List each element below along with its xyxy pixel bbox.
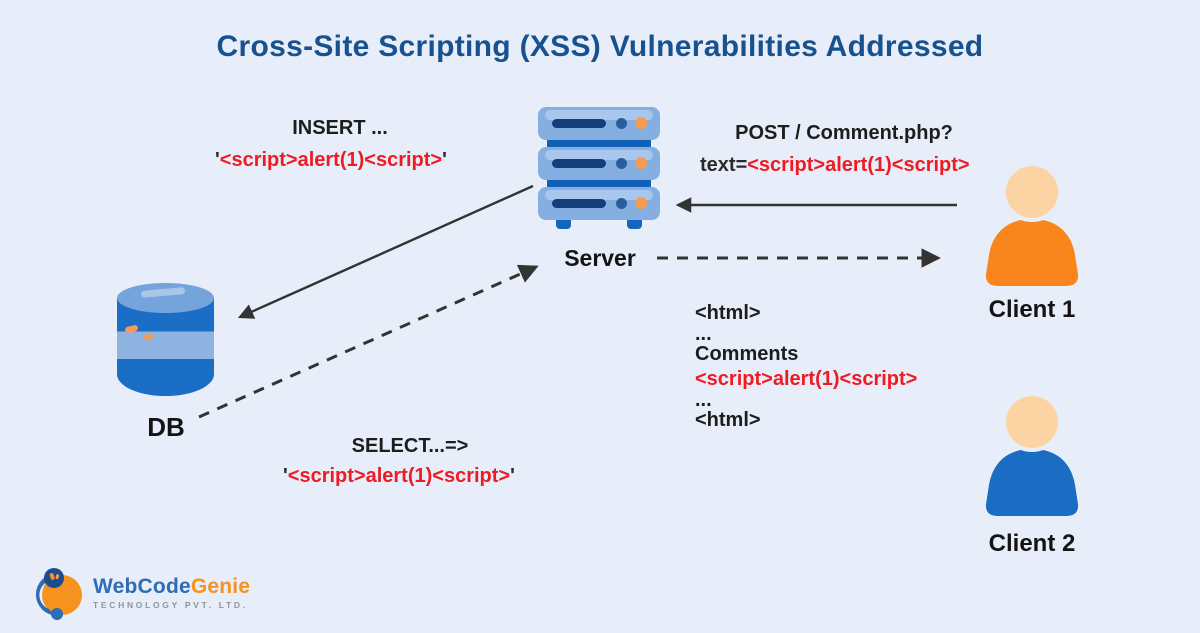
client1-icon <box>985 163 1079 286</box>
diagram-title: Cross-Site Scripting (XSS) Vulnerabiliti… <box>216 30 984 63</box>
logo-name-secondary: Genie <box>190 574 251 598</box>
server-connector <box>547 139 651 148</box>
server-slot <box>552 159 606 168</box>
insert-query-label: INSERT ... <box>292 117 388 139</box>
server-led-orange <box>635 157 647 169</box>
insert-payload: '<script>alert(1)<script>' <box>215 149 447 172</box>
html-response-block: <html> ... Comments <script>alert(1)<scr… <box>695 301 917 433</box>
post-param-prefix: text= <box>700 154 748 176</box>
select-query-label: SELECT...=> <box>351 435 469 457</box>
logo-name-primary: WebCode <box>93 574 191 598</box>
db-label: DB <box>147 412 185 442</box>
client2-label: Client 2 <box>988 530 1076 557</box>
arrow-db-to-server-dashed <box>198 264 539 419</box>
logo-name: WebCodeGenie <box>93 575 250 598</box>
quote-open: ' <box>215 149 220 171</box>
post-request-label: POST / Comment.php? <box>735 122 953 144</box>
quote-close: ' <box>510 465 515 487</box>
webcodegenie-logo-icon <box>35 568 82 620</box>
database-icon <box>117 283 214 398</box>
server-led-blue <box>616 198 627 209</box>
logo-tagline: TECHNOLOGY PVT. LTD. <box>93 599 248 610</box>
quote-open: ' <box>283 465 288 487</box>
client1-label: Client 1 <box>988 296 1076 323</box>
select-payload: '<script>alert(1)<script>' <box>283 465 515 488</box>
client2-icon <box>985 393 1079 516</box>
server-led-orange <box>635 197 647 209</box>
server-led-orange <box>635 117 647 129</box>
server-led-blue <box>616 158 627 169</box>
response-ellipsis: ... <box>695 389 712 411</box>
client1-body <box>985 219 1079 286</box>
script-payload: <script>alert(1)<script> <box>747 154 970 176</box>
server-rack-unit <box>538 147 660 180</box>
post-payload: text=<script>alert(1)<script> <box>700 154 970 177</box>
server-label: Server <box>564 245 636 271</box>
response-html-open: <html> <box>695 302 761 324</box>
response-comments-label: Comments <box>695 343 799 365</box>
server-rack-unit <box>538 187 660 220</box>
server-led-blue <box>616 118 627 129</box>
quote-close: ' <box>442 149 447 171</box>
server-slot <box>552 199 606 208</box>
response-ellipsis: ... <box>695 323 712 345</box>
webcodegenie-logo: WebCodeGenie TECHNOLOGY PVT. LTD. <box>27 564 250 620</box>
client2-head <box>1002 393 1062 452</box>
script-payload: <script>alert(1)<script> <box>219 149 443 171</box>
arrow-server-to-db <box>237 184 534 319</box>
client1-head <box>1002 163 1062 222</box>
response-script-payload: <script>alert(1)<script> <box>695 368 918 390</box>
server-icon <box>538 107 660 229</box>
server-rack-unit <box>538 107 660 140</box>
server-connector <box>547 179 651 188</box>
response-html-close: <html> <box>695 409 761 431</box>
client2-body <box>985 449 1079 516</box>
script-payload: <script>alert(1)<script> <box>287 465 511 487</box>
server-slot <box>552 119 606 128</box>
server-feet <box>538 219 660 229</box>
